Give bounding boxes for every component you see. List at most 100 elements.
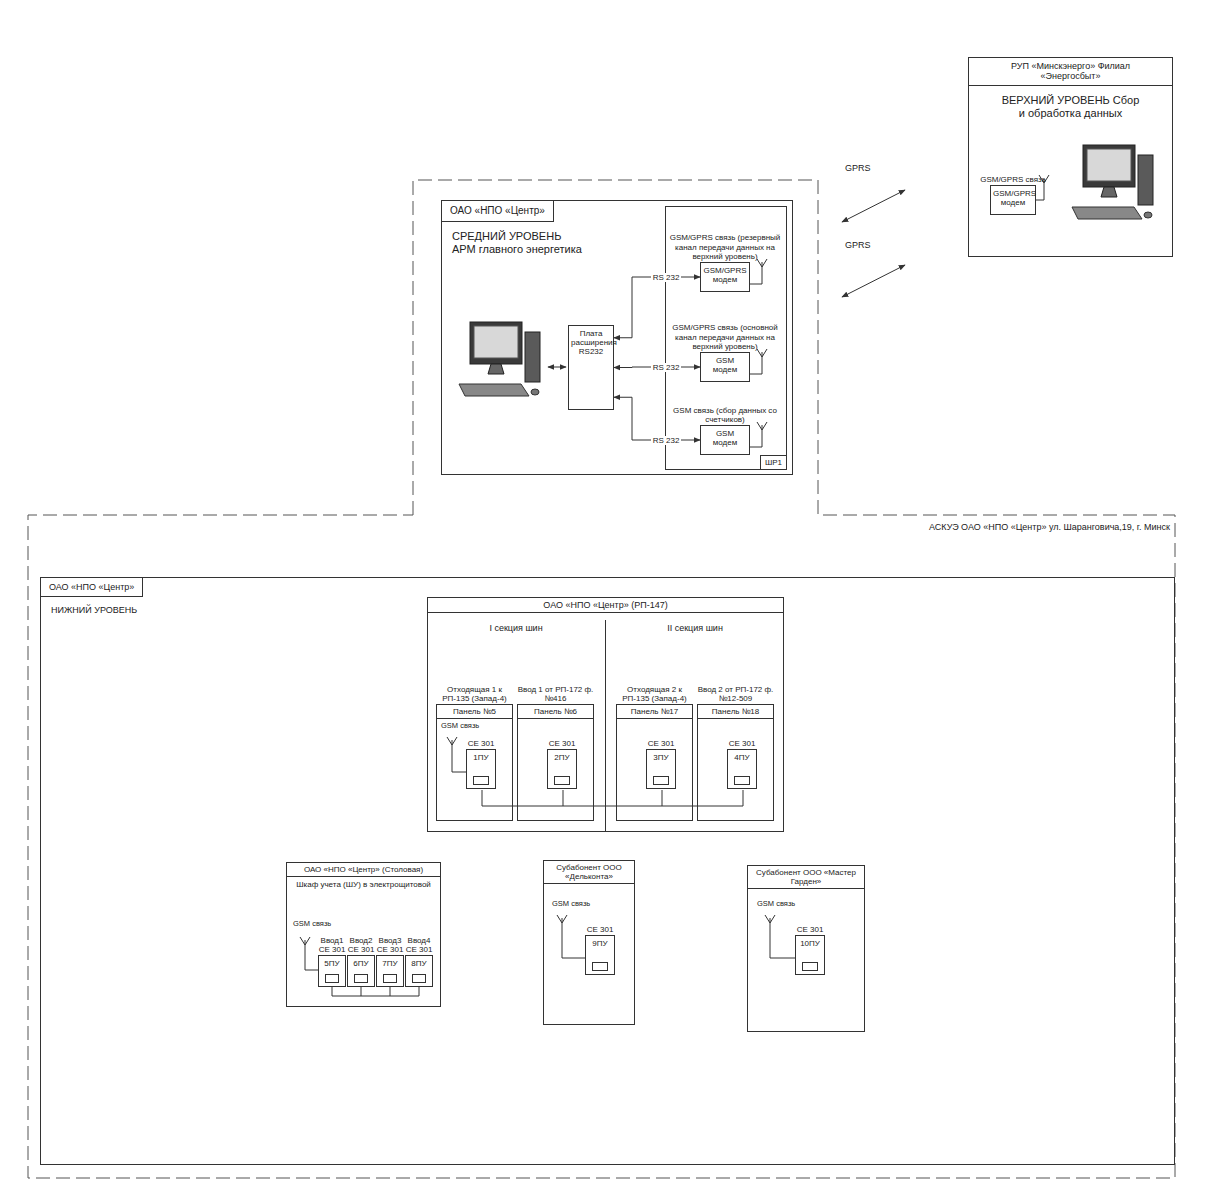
link-name: GSM/GPRS связь (резервный канал передачи… <box>666 233 784 261</box>
meter-type: Ввод3 СЕ 301 <box>374 936 406 954</box>
middle-level-box: ОАО «НПО «Центр» СРЕДНИЙ УРОВЕНЬ АРМ глав… <box>441 200 793 475</box>
meter-type: Ввод4 СЕ 301 <box>403 936 435 954</box>
subscriber-box: Субабонент ООО «Дельконта» СЕ 3019ПУ <box>543 860 635 1025</box>
feeder-name: Ввод 2 от РП-172 ф. №12-509 <box>696 685 776 703</box>
meter-type: СЕ 301 <box>468 739 495 748</box>
antenna-wire <box>1035 200 1044 201</box>
subscriber-box: Субабонент ООО «Мастер Гарден» СЕ 30110ПУ <box>747 865 865 1032</box>
link-label: RS 232 <box>651 273 682 282</box>
meter-box: Ввод3 СЕ 3017ПУ <box>376 955 404 987</box>
antenna-wire <box>750 284 762 285</box>
system-boundary <box>28 180 1175 1178</box>
feeder-name: Отходящая 2 к РП-135 (Запад-4) <box>615 685 695 703</box>
org-name: ОАО «НПО «Центр» <box>442 201 554 222</box>
bus-section: II секция шинОтходящая 2 к РП-135 (Запад… <box>606 620 784 832</box>
modem-box: GSM/GPRS связьGSM/GPRS модем <box>990 185 1036 215</box>
computer-icon <box>1072 145 1153 219</box>
cabinet-name: Шкаф учета (ШУ) в электрощитовой <box>287 877 440 892</box>
antenna-wire <box>750 374 762 375</box>
cabinet-box: ШР1 GSM/GPRS связь (резервный канал перед… <box>665 206 787 470</box>
antenna-wire <box>452 762 467 772</box>
meter-type: СЕ 301 <box>729 739 756 748</box>
substation-name: ОАО «НПО «Центр» (РП-147) <box>428 598 783 613</box>
computer-icon <box>459 322 540 396</box>
modem-name: GSM модем <box>701 353 749 377</box>
modem-box: GSM/GPRS связь (основной канал передачи … <box>700 352 750 382</box>
link-label: GPRS <box>845 240 885 250</box>
meter-number: 4ПУ <box>728 750 756 765</box>
modem-name: GSM/GPRS модем <box>991 186 1035 210</box>
link-label: RS 232 <box>651 436 682 445</box>
modem-box: GSM связь (сбор данных со счетчиков)GSM … <box>700 425 750 455</box>
antenna-symbol <box>447 737 457 762</box>
system-label: АСКУЭ ОАО «НПО «Центр» ул. Шаранговича,1… <box>880 522 1170 532</box>
meter-box: Ввод4 СЕ 3018ПУ <box>405 955 433 987</box>
panel-box: Ввод 2 от РП-172 ф. №12-509Панель №18СЕ … <box>697 704 774 821</box>
antenna-symbol <box>757 259 767 284</box>
antenna-symbol <box>757 349 767 374</box>
antenna-symbol <box>765 915 775 940</box>
substation-box: ОАО «НПО «Центр» (РП-147) I секция шинОтх… <box>427 597 784 832</box>
antenna-wire <box>750 447 762 448</box>
meter-box: СЕ 3011ПУ <box>466 749 496 789</box>
panel-box: Отходящая 2 к РП-135 (Запад-4)Панель №17… <box>616 704 693 821</box>
section-name: II секция шин <box>606 620 784 636</box>
level-name: ВЕРХНИЙ УРОВЕНЬ Сбор и обработка данных <box>1001 94 1141 122</box>
link-name: GSM связь (сбор данных со счетчиков) <box>666 406 784 424</box>
meter-box: СЕ 3019ПУ <box>585 935 615 975</box>
gprs-arrow <box>842 190 905 222</box>
link-label: RS 232 <box>651 363 682 372</box>
panel-name: Панель №17 <box>617 705 692 719</box>
modem-name: GSM/GPRS модем <box>701 263 749 287</box>
meter-bus-wire <box>332 987 419 996</box>
link-label: GSM связь <box>293 920 338 929</box>
panel-box: Ввод 1 от РП-172 ф. №416Панель №6СЕ 3012… <box>517 704 594 821</box>
meter-number: 3ПУ <box>647 750 675 765</box>
subscriber-name: Субабонент ООО «Дельконта» <box>544 861 634 884</box>
link-label: GSM связь <box>757 900 802 909</box>
computer-link <box>548 367 566 368</box>
subscriber-name: Субабонент ООО «Мастер Гарден» <box>748 866 864 889</box>
antenna-symbol <box>300 937 310 962</box>
meter-type: СЕ 301 <box>797 925 824 934</box>
meter-box: Ввод1 СЕ 3015ПУ <box>318 955 346 987</box>
panel-name: Панель №6 <box>518 705 593 719</box>
meter-number: 7ПУ <box>377 956 403 971</box>
upper-level-box: РУП «Минскэнерго» Филиал «Энергосбыт»ВЕР… <box>968 57 1173 257</box>
antenna-symbol <box>757 422 767 447</box>
meter-bus-wire <box>482 790 743 806</box>
meter-number: 2ПУ <box>548 750 576 765</box>
meter-number: 6ПУ <box>348 956 374 971</box>
feeder-name: Ввод 1 от РП-172 ф. №416 <box>516 685 596 703</box>
meter-cabinet-box: ОАО «НПО «Центр» (Столовая)Шкаф учета (Ш… <box>286 862 441 1007</box>
meter-number: 8ПУ <box>406 956 432 971</box>
meter-type: Ввод1 СЕ 301 <box>316 936 348 954</box>
cabinet-name: ШР1 <box>760 455 786 469</box>
expansion-board: Плата расширения RS232 <box>568 325 614 410</box>
rs232-link <box>614 397 700 440</box>
link-name: GSM/GPRS связь (основной канал передачи … <box>666 323 784 351</box>
gprs-arrow <box>842 265 905 297</box>
link-label: GSM связь <box>552 900 597 909</box>
meter-box: СЕ 3012ПУ <box>547 749 577 789</box>
level-name: СРЕДНИЙ УРОВЕНЬ АРМ главного энергетика <box>452 230 582 258</box>
feeder-name: Отходящая 1 к РП-135 (Запад-4) <box>435 685 515 703</box>
antenna-symbol <box>557 915 567 940</box>
level-name: НИЖНИЙ УРОВЕНЬ <box>51 605 181 615</box>
antenna-wire <box>562 940 585 958</box>
section-name: I секция шин <box>427 620 605 636</box>
org-name: ОАО «НПО «Центр» <box>41 578 143 597</box>
meter-type: СЕ 301 <box>587 925 614 934</box>
meter-box: СЕ 30110ПУ <box>795 935 825 975</box>
meter-number: 5ПУ <box>319 956 345 971</box>
lower-level-box: ОАО «НПО «Центр» НИЖНИЙ УРОВЕНЬ ОАО «НПО «… <box>40 577 1175 1165</box>
panel-name: Панель №18 <box>698 705 773 719</box>
meter-box: СЕ 3014ПУ <box>727 749 757 789</box>
antenna-wire <box>770 940 795 958</box>
meter-box: СЕ 3013ПУ <box>646 749 676 789</box>
link-label: GPRS <box>845 163 885 173</box>
panel-name: Панель №5 <box>437 705 512 719</box>
antenna-wire <box>305 962 318 970</box>
